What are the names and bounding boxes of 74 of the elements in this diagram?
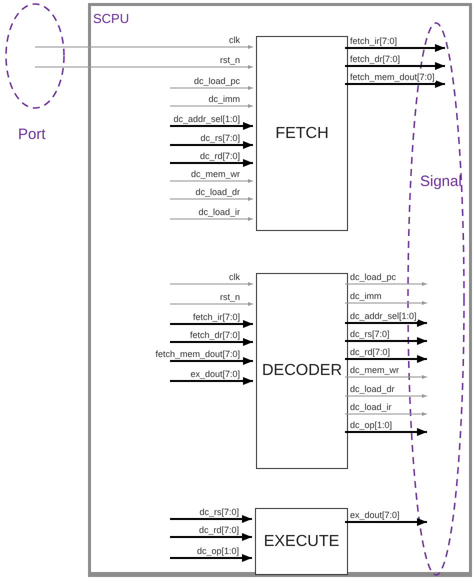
signal-arrow [345,337,427,345]
signal-name: dc_rd[7:0] [349,347,392,357]
signal-name: fetch_dr[7:0] [188,330,241,340]
block-label: DECODER [262,362,342,380]
signal-name: dc_imm [349,291,383,301]
signal-name: ex_dout[7:0] [189,369,241,379]
signal-name: dc_mem_wr [190,169,241,179]
signal-arrow [170,159,253,167]
block-label: FETCH [275,124,329,142]
signal-name: dc_rd[7:0] [198,151,241,161]
module-frame [88,3,472,577]
module-block [256,36,348,231]
signal-arrow [170,357,253,365]
signal-name: dc_addr_sel[1:0] [349,311,418,321]
signal-arrow [170,217,254,221]
signal-name: dc_load_dr [349,384,396,394]
signal-arrow [344,282,428,286]
signal-arrow [345,44,445,52]
signal-arrow [345,355,427,363]
ellipse-label: Port [18,126,46,143]
signal-arrow [170,533,252,541]
signal-name: dc_mem_wr [349,365,400,375]
signal-name: dc_rs[7:0] [349,329,391,339]
signal-name: fetch_dr[7:0] [349,54,402,64]
signal-name: rst_n [218,292,241,302]
signal-arrow [170,104,254,108]
signal-name: fetch_mem_dout[7:0] [154,349,241,359]
module-block [256,273,348,469]
signal-name: dc_rs[7:0] [198,507,240,517]
signal-arrow [170,515,252,523]
signal-name: clk [228,272,241,282]
signal-name: dc_load_ir [349,402,393,412]
signal-name: clk [228,35,241,45]
signal-arrow [170,320,253,328]
signal-name: fetch_ir[7:0] [349,36,398,46]
signal-name: dc_rs[7:0] [199,133,241,143]
signal-arrow [170,86,254,90]
signal-name: dc_rd[7:0] [198,525,240,535]
signal-arrow [34,65,254,69]
signal-arrow [34,45,254,49]
signal-arrow [170,122,253,130]
signal-arrow [170,554,252,562]
signal-arrow [170,377,253,385]
module-block [255,508,348,575]
signal-name: rst_n [218,55,241,65]
signal-name: dc_imm [207,94,241,104]
signal-name: dc_load_ir [197,207,241,217]
signal-arrow [170,302,254,306]
signal-name: dc_load_dr [194,187,241,197]
signal-name: fetch_mem_dout[7:0] [349,72,436,82]
signal-arrow [170,338,253,346]
signal-arrow [344,301,428,305]
signal-arrow [345,80,445,88]
signal-arrow [170,197,254,201]
signal-name: dc_load_pc [192,76,241,86]
signal-arrow [345,62,445,70]
signal-name: ex_dout[7:0] [349,510,401,520]
signal-arrow [344,394,428,398]
signal-arrow [344,375,428,379]
signal-arrow [344,412,428,416]
signal-name: fetch_ir[7:0] [192,312,241,322]
ellipse-label: Signal [420,173,462,190]
signal-arrow [170,282,254,286]
block-label: EXECUTE [264,532,340,550]
signal-name: dc_op[1:0] [349,420,394,430]
signal-arrow [170,179,254,183]
signal-name: dc_addr_sel[1:0] [172,114,241,124]
signal-arrow [345,518,427,526]
signal-name: dc_op[1:0] [196,546,240,556]
signal-arrow [345,319,427,327]
module-name: SCPU [93,11,130,26]
signal-name: dc_load_pc [349,272,398,282]
signal-arrow [170,141,253,149]
signal-arrow [345,428,427,436]
